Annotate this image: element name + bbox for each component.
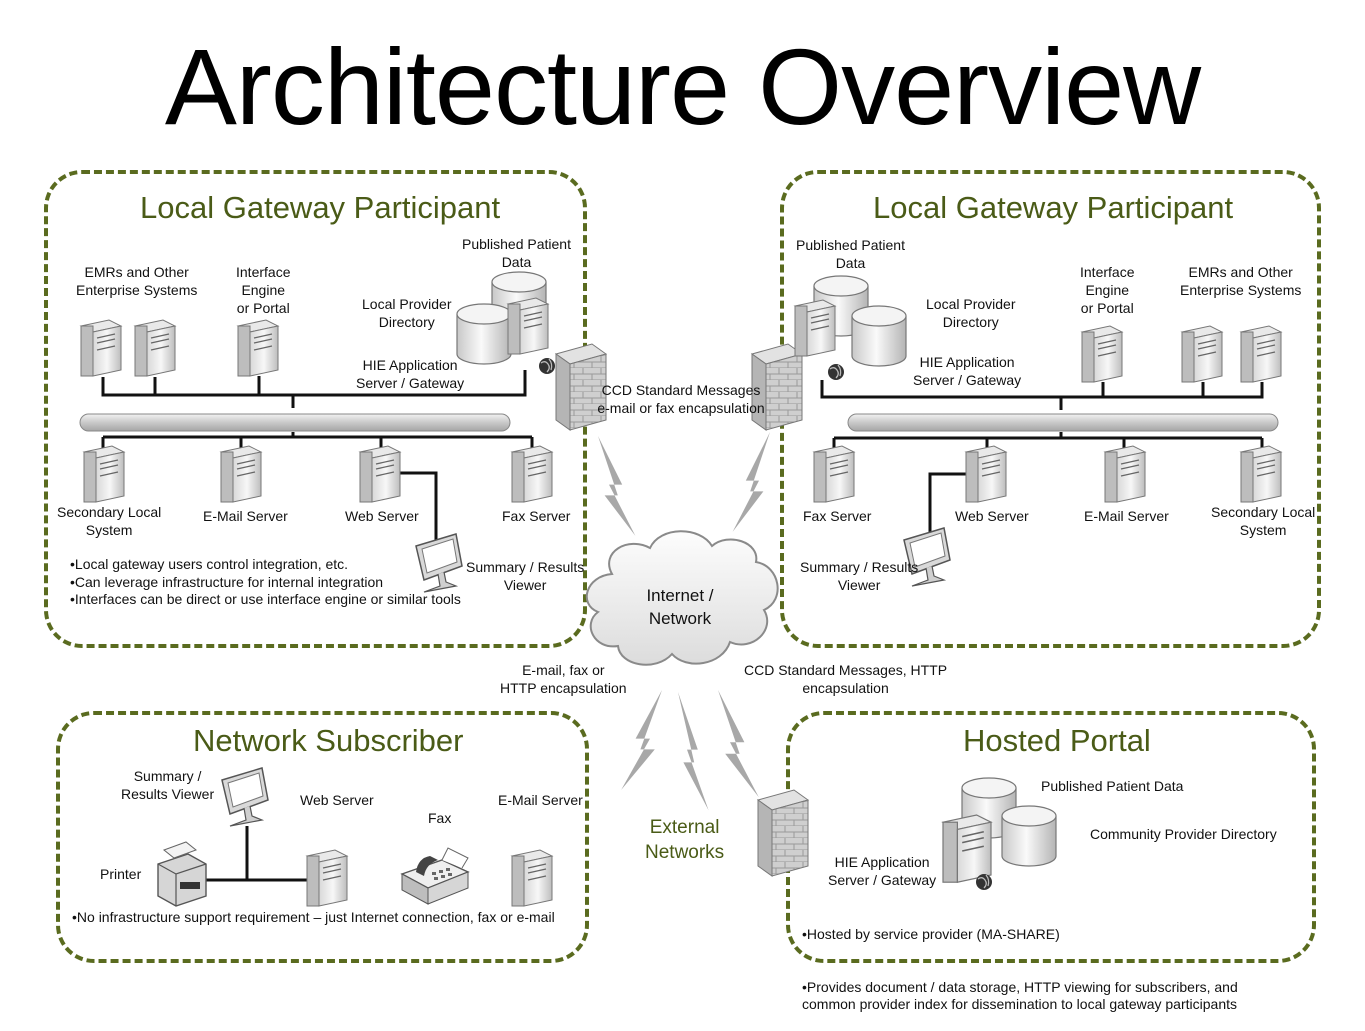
right-emrs-label: EMRs and Other Enterprise Systems <box>1180 264 1302 298</box>
hosted-firewall <box>757 789 809 877</box>
subscriber-email-server <box>511 849 553 907</box>
right-fax-server-label: Fax Server <box>803 508 872 524</box>
left-provider-directory-label: Local Provider Directory <box>362 296 452 330</box>
left-interface-engine-label: Interface Engine or Portal <box>236 264 291 316</box>
bolt-lower-left <box>621 690 662 790</box>
right-hie-server <box>794 299 836 357</box>
hosted-hie-server-label: HIE Application Server / Gateway <box>828 854 937 888</box>
hosted-bullet: Provides document / data storage, HTTP v… <box>802 979 1238 1014</box>
left-fax-server-label: Fax Server <box>502 508 571 524</box>
right-hie-server-label: HIE Application Server / Gateway <box>913 354 1022 388</box>
left-globe-icon <box>538 357 556 375</box>
left-panel-title: Local Gateway Participant <box>140 190 501 225</box>
right-network-lines <box>820 380 1264 540</box>
right-secondary-label: Secondary Local System <box>1211 504 1316 538</box>
ccd-http-label: CCD Standard Messages, HTTP encapsulatio… <box>744 662 948 696</box>
bolt-lower-center <box>678 692 709 811</box>
left-hie-server <box>507 297 549 355</box>
right-panel-title: Local Gateway Participant <box>873 190 1234 225</box>
hosted-db-directory <box>1001 805 1057 867</box>
hosted-directory-label: Community Provider Directory <box>1090 826 1277 842</box>
bolt-upper-left <box>598 436 636 536</box>
hosted-published-label: Published Patient Data <box>1041 778 1184 794</box>
bolt-upper-right <box>732 432 770 532</box>
printer-icon <box>157 841 207 907</box>
left-secondary-server <box>83 445 125 503</box>
right-web-server <box>965 445 1007 503</box>
subscriber-viewer-monitor <box>221 767 269 827</box>
hosted-bullet-list: Hosted by service provider (MA-SHARE) Pr… <box>802 891 1238 1031</box>
left-viewer-label: Summary / Results Viewer <box>466 559 585 593</box>
left-emr-server-1 <box>80 319 122 377</box>
right-provider-directory-label: Local Provider Directory <box>926 296 1016 330</box>
subscriber-printer-label: Printer <box>100 866 142 882</box>
left-lan-bus <box>79 413 511 432</box>
right-emr-server-1 <box>1181 325 1223 383</box>
left-web-server-label: Web Server <box>345 508 419 524</box>
left-bullet: Can leverage infrastructure for internal… <box>70 574 461 592</box>
right-interface-engine-server <box>1081 325 1123 383</box>
left-email-server-label: E-Mail Server <box>203 508 288 524</box>
right-interface-engine-label: Interface Engine or Portal <box>1080 264 1135 316</box>
hosted-bullet: Hosted by service provider (MA-SHARE) <box>802 926 1238 944</box>
left-emr-server-2 <box>134 319 176 377</box>
left-network-lines <box>101 370 534 540</box>
email-fax-http-label: E-mail, fax or HTTP encapsulation <box>500 662 627 696</box>
subscriber-bullet-list: No infrastructure support requirement – … <box>72 909 555 927</box>
hosted-panel-title: Hosted Portal <box>963 723 1151 758</box>
left-fax-server <box>511 445 553 503</box>
bolt-lower-right <box>718 690 759 798</box>
left-db-published-2 <box>456 303 512 365</box>
hosted-globe-icon <box>975 873 993 891</box>
ccd-top-label: CCD Standard Messages e-mail or fax enca… <box>597 382 765 416</box>
internet-cloud <box>585 530 779 666</box>
page-title: Architecture Overview <box>164 26 1201 147</box>
subscriber-viewer-label: Summary / Results Viewer <box>121 768 215 802</box>
right-globe-icon <box>827 363 845 381</box>
panel-network-subscriber <box>56 711 589 963</box>
right-secondary-server <box>1240 445 1282 503</box>
left-bullet: Interfaces can be direct or use interfac… <box>70 591 461 609</box>
left-hie-server-label: HIE Application Server / Gateway <box>356 357 465 391</box>
right-lan-bus <box>847 413 1279 432</box>
right-viewer-label: Summary / Results Viewer <box>800 559 919 593</box>
subscriber-fax-label: Fax <box>428 810 452 826</box>
left-bullet: Local gateway users control integration,… <box>70 556 461 574</box>
subscriber-email-server-label: E-Mail Server <box>498 792 583 808</box>
left-published-patient-data-label: Published Patient Data <box>462 236 571 270</box>
left-bullet-list: Local gateway users control integration,… <box>70 556 461 609</box>
right-published-patient-data-label: Published Patient Data <box>796 237 905 271</box>
left-emrs-label: EMRs and Other Enterprise Systems <box>76 264 198 298</box>
left-interface-engine-server <box>237 319 279 377</box>
cloud-label: Internet / Network <box>646 586 714 628</box>
subscriber-web-server <box>306 849 348 907</box>
right-email-server <box>1104 445 1146 503</box>
left-web-server <box>359 445 401 503</box>
right-db-published-2 <box>851 305 907 367</box>
right-fax-server <box>813 445 855 503</box>
subscriber-bullet: No infrastructure support requirement – … <box>72 909 555 927</box>
right-web-server-label: Web Server <box>955 508 1029 524</box>
subscriber-lines <box>205 826 320 882</box>
subscriber-panel-title: Network Subscriber <box>193 723 464 758</box>
left-email-server <box>220 445 262 503</box>
fax-icon <box>400 847 470 905</box>
hosted-hie-server <box>942 814 992 883</box>
left-secondary-label: Secondary Local System <box>57 504 162 538</box>
right-emr-server-2 <box>1240 325 1282 383</box>
subscriber-web-server-label: Web Server <box>300 792 374 808</box>
right-email-server-label: E-Mail Server <box>1084 508 1169 524</box>
external-networks-label: External Networks <box>645 817 725 863</box>
